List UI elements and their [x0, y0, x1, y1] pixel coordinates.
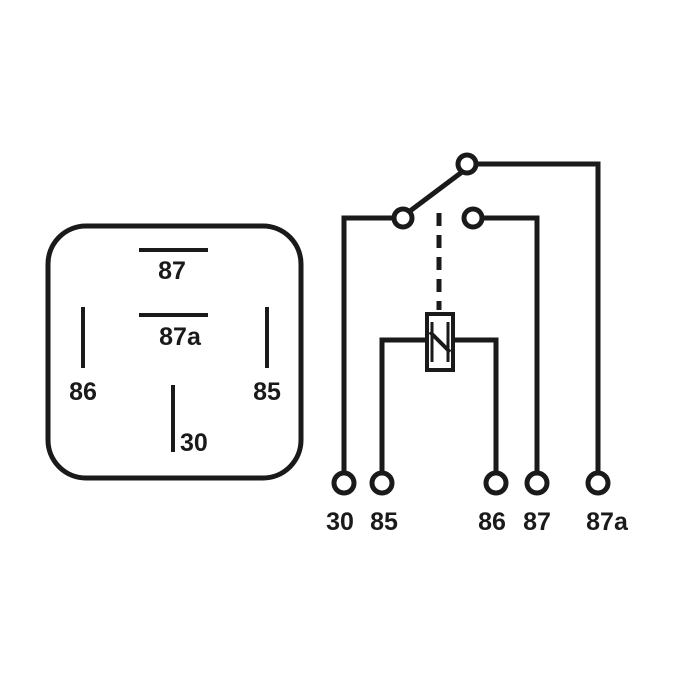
contact-common: [391, 206, 415, 230]
pin-87-label: 87: [158, 257, 186, 285]
terminal-87a-label: 87a: [586, 508, 629, 536]
terminal-86: [483, 470, 509, 496]
terminal-86-label: 86: [478, 508, 506, 536]
pin-86-label: 86: [69, 378, 97, 406]
terminal-85: [369, 470, 395, 496]
relay-body-outline: [45, 223, 304, 481]
terminal-87-label: 87: [523, 508, 551, 536]
terminal-87: [524, 470, 550, 496]
pin-85-label: 85: [253, 378, 281, 406]
switch-arm: [408, 170, 464, 213]
contact-87: [461, 206, 485, 230]
wire-30-common: [341, 215, 393, 472]
terminal-85-label: 85: [370, 508, 398, 536]
terminal-30-label: 30: [326, 508, 354, 536]
terminal-30: [331, 470, 357, 496]
relay-face: 87 87a 86 85 30: [45, 223, 304, 481]
wire-87: [482, 215, 540, 472]
terminal-87a: [585, 470, 611, 496]
wire-85-coil: [379, 337, 427, 472]
contact-87a: [455, 152, 479, 176]
wire-86-coil: [453, 337, 499, 472]
wire-87a: [476, 161, 601, 472]
pin-87a-label: 87a: [159, 323, 202, 351]
relay-schematic: 30 85 86 87 87a: [326, 152, 629, 536]
pin-30-label: 30: [180, 429, 208, 457]
